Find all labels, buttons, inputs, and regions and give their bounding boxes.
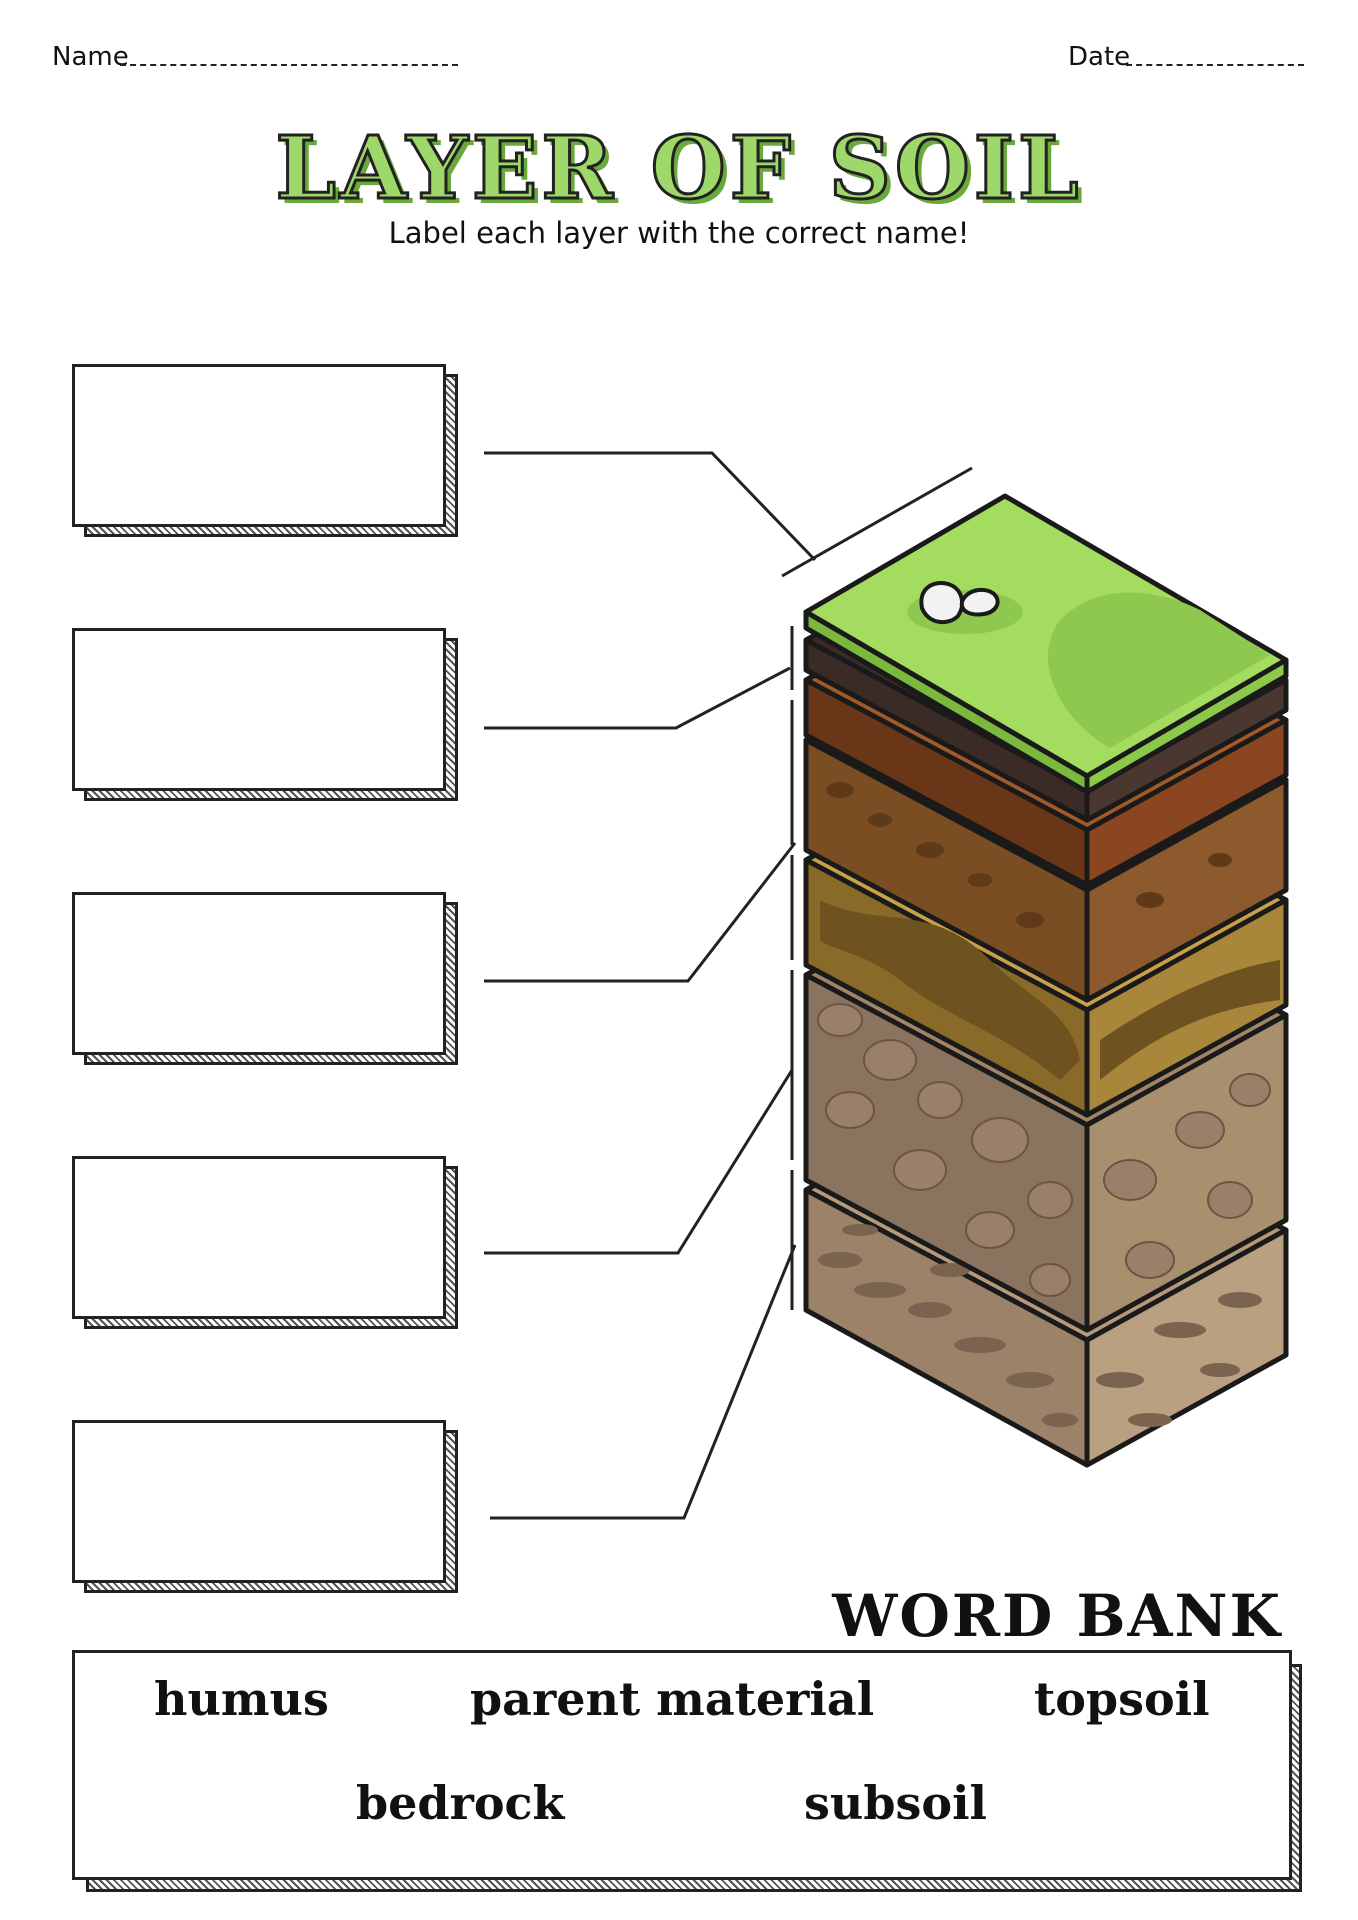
date-field[interactable] bbox=[1126, 64, 1304, 66]
bracket-grass bbox=[781, 466, 973, 578]
word-bank-title: WORD BANK bbox=[832, 1582, 1282, 1650]
rock-icon bbox=[919, 581, 1000, 625]
name-label: Name bbox=[52, 42, 129, 72]
word-bank-item-parent-material: parent material bbox=[470, 1672, 875, 1726]
word-bank bbox=[72, 1650, 1292, 1880]
answer-box-5[interactable] bbox=[72, 1420, 446, 1583]
bedrock-texture bbox=[818, 1224, 1262, 1427]
topsoil-texture bbox=[826, 774, 1232, 928]
leader-lines bbox=[484, 451, 973, 1520]
word-bank-item-humus: humus bbox=[154, 1672, 329, 1726]
page-title: LAYER OF SOIL bbox=[274, 117, 1083, 221]
word-bank-item-subsoil: subsoil bbox=[804, 1776, 988, 1830]
answer-box-4[interactable] bbox=[72, 1156, 446, 1319]
leader-line-3 bbox=[484, 842, 797, 983]
leader-line-1 bbox=[484, 451, 817, 562]
name-field[interactable] bbox=[120, 64, 458, 66]
date-label: Date bbox=[1068, 42, 1131, 72]
word-bank-item-bedrock: bedrock bbox=[356, 1776, 565, 1830]
grass-shade bbox=[1048, 592, 1270, 748]
word-bank-item-topsoil: topsoil bbox=[1034, 1672, 1210, 1726]
answer-box-1[interactable] bbox=[72, 364, 446, 527]
leader-line-2 bbox=[484, 666, 791, 730]
subsoil-texture bbox=[820, 900, 1280, 1080]
leader-line-5 bbox=[490, 1244, 797, 1520]
leader-line-4 bbox=[484, 1069, 794, 1255]
answer-box-2[interactable] bbox=[72, 628, 446, 791]
page-subtitle: Label each layer with the correct name! bbox=[388, 216, 970, 250]
answer-box-3[interactable] bbox=[72, 892, 446, 1055]
gravel-texture bbox=[817, 1003, 1271, 1297]
